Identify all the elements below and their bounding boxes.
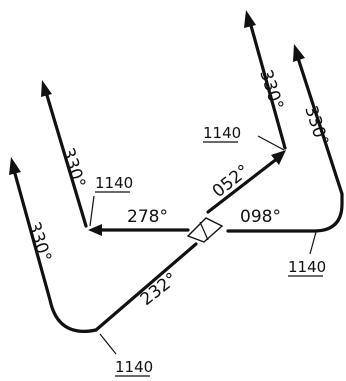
leader-altitude-left <box>89 195 95 227</box>
leg-330-left <box>41 80 88 228</box>
label-heading-330-d: 330° <box>23 219 55 264</box>
arrowhead-098-330 <box>293 44 305 62</box>
label-heading-330-b: 330° <box>300 103 332 148</box>
leg-098 <box>226 44 344 233</box>
label-altitude-northeast: 1140 <box>203 124 241 142</box>
leader-altitude-right <box>309 231 317 255</box>
label-altitude-left: 1140 <box>95 174 133 192</box>
arrowhead-052 <box>271 150 286 165</box>
arrowhead-330-left <box>41 80 52 97</box>
leg-052 <box>206 10 287 214</box>
arrowhead-232-330 <box>9 157 21 175</box>
label-altitude-right: 1140 <box>288 258 326 276</box>
label-heading-098: 098° <box>240 207 281 227</box>
leader-altitude-southwest <box>99 333 117 355</box>
leg-278 <box>88 224 190 236</box>
label-heading-330-a: 330° <box>255 67 287 112</box>
label-heading-278: 278° <box>127 207 168 227</box>
label-altitude-southwest: 1140 <box>115 358 153 376</box>
aircraft-icon <box>186 217 224 243</box>
leader-altitude-northeast <box>257 135 285 151</box>
arrowhead-278 <box>88 224 102 236</box>
label-heading-330-c: 330° <box>57 145 89 190</box>
arrowhead-052-330 <box>244 10 256 28</box>
leg-232 <box>9 157 198 333</box>
